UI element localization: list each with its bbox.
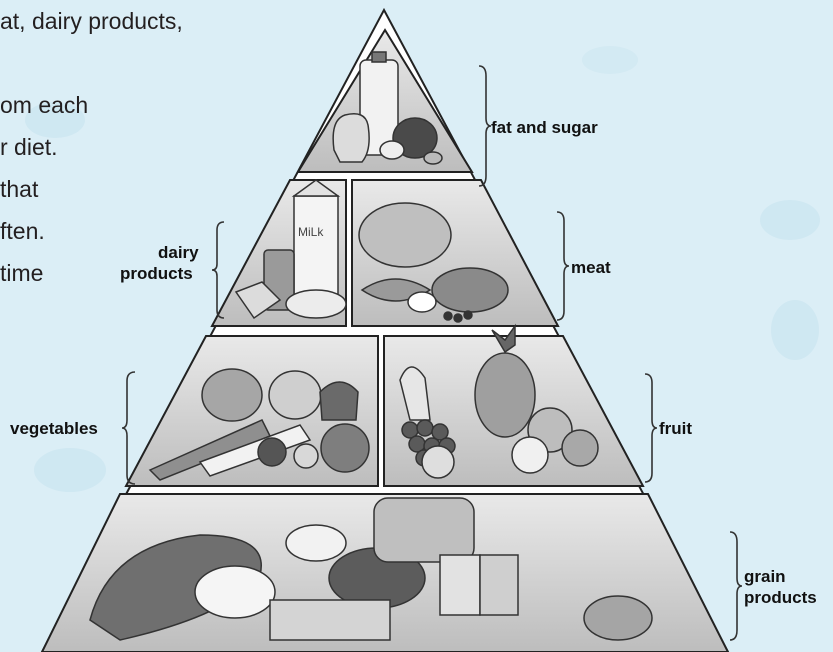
label-grain-line1: grain <box>744 567 786 586</box>
tomato-illustration <box>321 424 369 472</box>
sliced-bread-illustration <box>374 498 474 562</box>
brace-meat <box>557 212 569 320</box>
text-fragment-4: that <box>0 176 38 202</box>
crackers-illustration <box>270 600 390 640</box>
brace-dairy <box>212 222 224 318</box>
text-fragment-2: om each <box>0 92 88 118</box>
pepper-illustration <box>320 382 358 420</box>
milk-carton-illustration <box>294 196 338 296</box>
label-dairy-line1: dairy <box>158 243 199 262</box>
rice-bowl-illustration <box>286 525 346 561</box>
brace-vegetables <box>122 372 135 484</box>
label-grain-line2: products <box>744 588 817 607</box>
roll-illustration <box>584 596 652 640</box>
jug-illustration <box>333 114 369 162</box>
brace-fat-sugar <box>479 66 491 186</box>
brace-grain <box>730 532 742 640</box>
text-fragment-5: ften. <box>0 218 45 244</box>
label-dairy-line2: products <box>120 264 193 283</box>
text-fragment-3: r diet. <box>0 134 58 160</box>
text-fragment-1: at, dairy products, <box>0 8 183 34</box>
steak-illustration <box>432 268 508 312</box>
milk-carton-text: MiLk <box>298 225 324 239</box>
pasta-plate-illustration <box>195 566 275 618</box>
cauliflower-illustration <box>202 369 262 421</box>
label-vegetables: vegetables <box>10 419 98 438</box>
label-fruit: fruit <box>659 419 692 438</box>
label-meat: meat <box>571 258 611 277</box>
pineapple-illustration <box>475 353 535 437</box>
text-fragment-6: time <box>0 260 43 286</box>
egg-illustration <box>408 292 436 312</box>
brace-fruit <box>645 374 657 482</box>
chicken-illustration <box>359 203 451 267</box>
label-fat-sugar: fat and sugar <box>491 118 598 137</box>
